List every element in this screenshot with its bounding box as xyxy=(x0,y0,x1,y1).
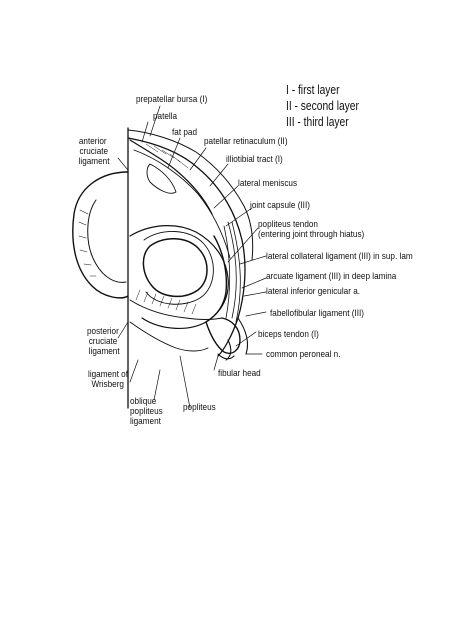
label-fibular-head: fibular head xyxy=(218,368,261,379)
popliteus-tendon-shape xyxy=(205,235,228,323)
femoral-condyle-outline xyxy=(72,171,129,299)
label-lateral-collateral-ligament: lateral collateral ligament (III) in sup… xyxy=(266,251,413,262)
label-popliteus-tendon: popliteus tendon (entering joint through… xyxy=(258,219,365,240)
label-biceps-tendon: biceps tendon (I) xyxy=(258,329,319,340)
label-arcuate-ligament: arcuate ligament (III) in deep lamina xyxy=(266,271,397,282)
fibular-head-shape xyxy=(205,317,241,354)
label-iliotibial-tract: illiotibial tract (I) xyxy=(226,154,283,165)
lateral-meniscus-shape xyxy=(142,238,208,298)
label-posterior-cruciate-ligament: posterior cruciate ligament xyxy=(87,326,120,357)
label-lateral-inferior-genicular: lateral inferior genicular a. xyxy=(266,286,361,297)
collateral-strands xyxy=(223,221,241,323)
label-fat-pad: fat pad xyxy=(172,127,197,138)
legend-first-layer: I - first layer xyxy=(286,83,340,97)
label-patellar-retinaculum: patellar retinaculum (II) xyxy=(204,136,288,147)
label-prepatellar-bursa: prepatellar bursa (I) xyxy=(136,94,208,105)
femoral-condyle-inner xyxy=(87,199,127,283)
legend-third-layer: III - third layer xyxy=(286,115,349,129)
lateral-meniscus-outer xyxy=(143,231,214,305)
label-lateral-meniscus: lateral meniscus xyxy=(238,178,298,189)
biceps-tendon-shape xyxy=(217,339,235,361)
leader-lines xyxy=(117,105,267,409)
peroneal-nerve-shape xyxy=(237,317,249,355)
label-fabellofibular-ligament: fabellofibular ligament (III) xyxy=(270,308,365,319)
popliteus-muscle-shape xyxy=(129,321,209,352)
soft-tissue-outline xyxy=(127,129,254,261)
label-common-peroneal-nerve: common peroneal n. xyxy=(266,349,341,360)
patella-shading xyxy=(139,143,189,169)
label-anterior-cruciate-ligament: anterior cruciate ligament xyxy=(78,136,110,167)
label-patella: patella xyxy=(153,111,178,122)
legend-second-layer: II - second layer xyxy=(286,99,359,113)
femoral-condyle-hatching xyxy=(78,209,97,277)
tibial-outline xyxy=(127,137,246,357)
fat-pad-shape xyxy=(146,163,177,194)
label-oblique-popliteus-ligament: oblique popliteus ligament xyxy=(130,396,163,427)
label-ligament-of-wrisberg: ligament of Wrisberg xyxy=(88,369,128,390)
posterior-capsule xyxy=(129,299,223,320)
label-joint-capsule: joint capsule (III) xyxy=(250,200,310,211)
label-popliteus: popliteus xyxy=(183,402,216,413)
tibial-plateau xyxy=(129,225,229,329)
posterior-hatching xyxy=(135,289,197,315)
retinaculum-band xyxy=(133,149,231,259)
